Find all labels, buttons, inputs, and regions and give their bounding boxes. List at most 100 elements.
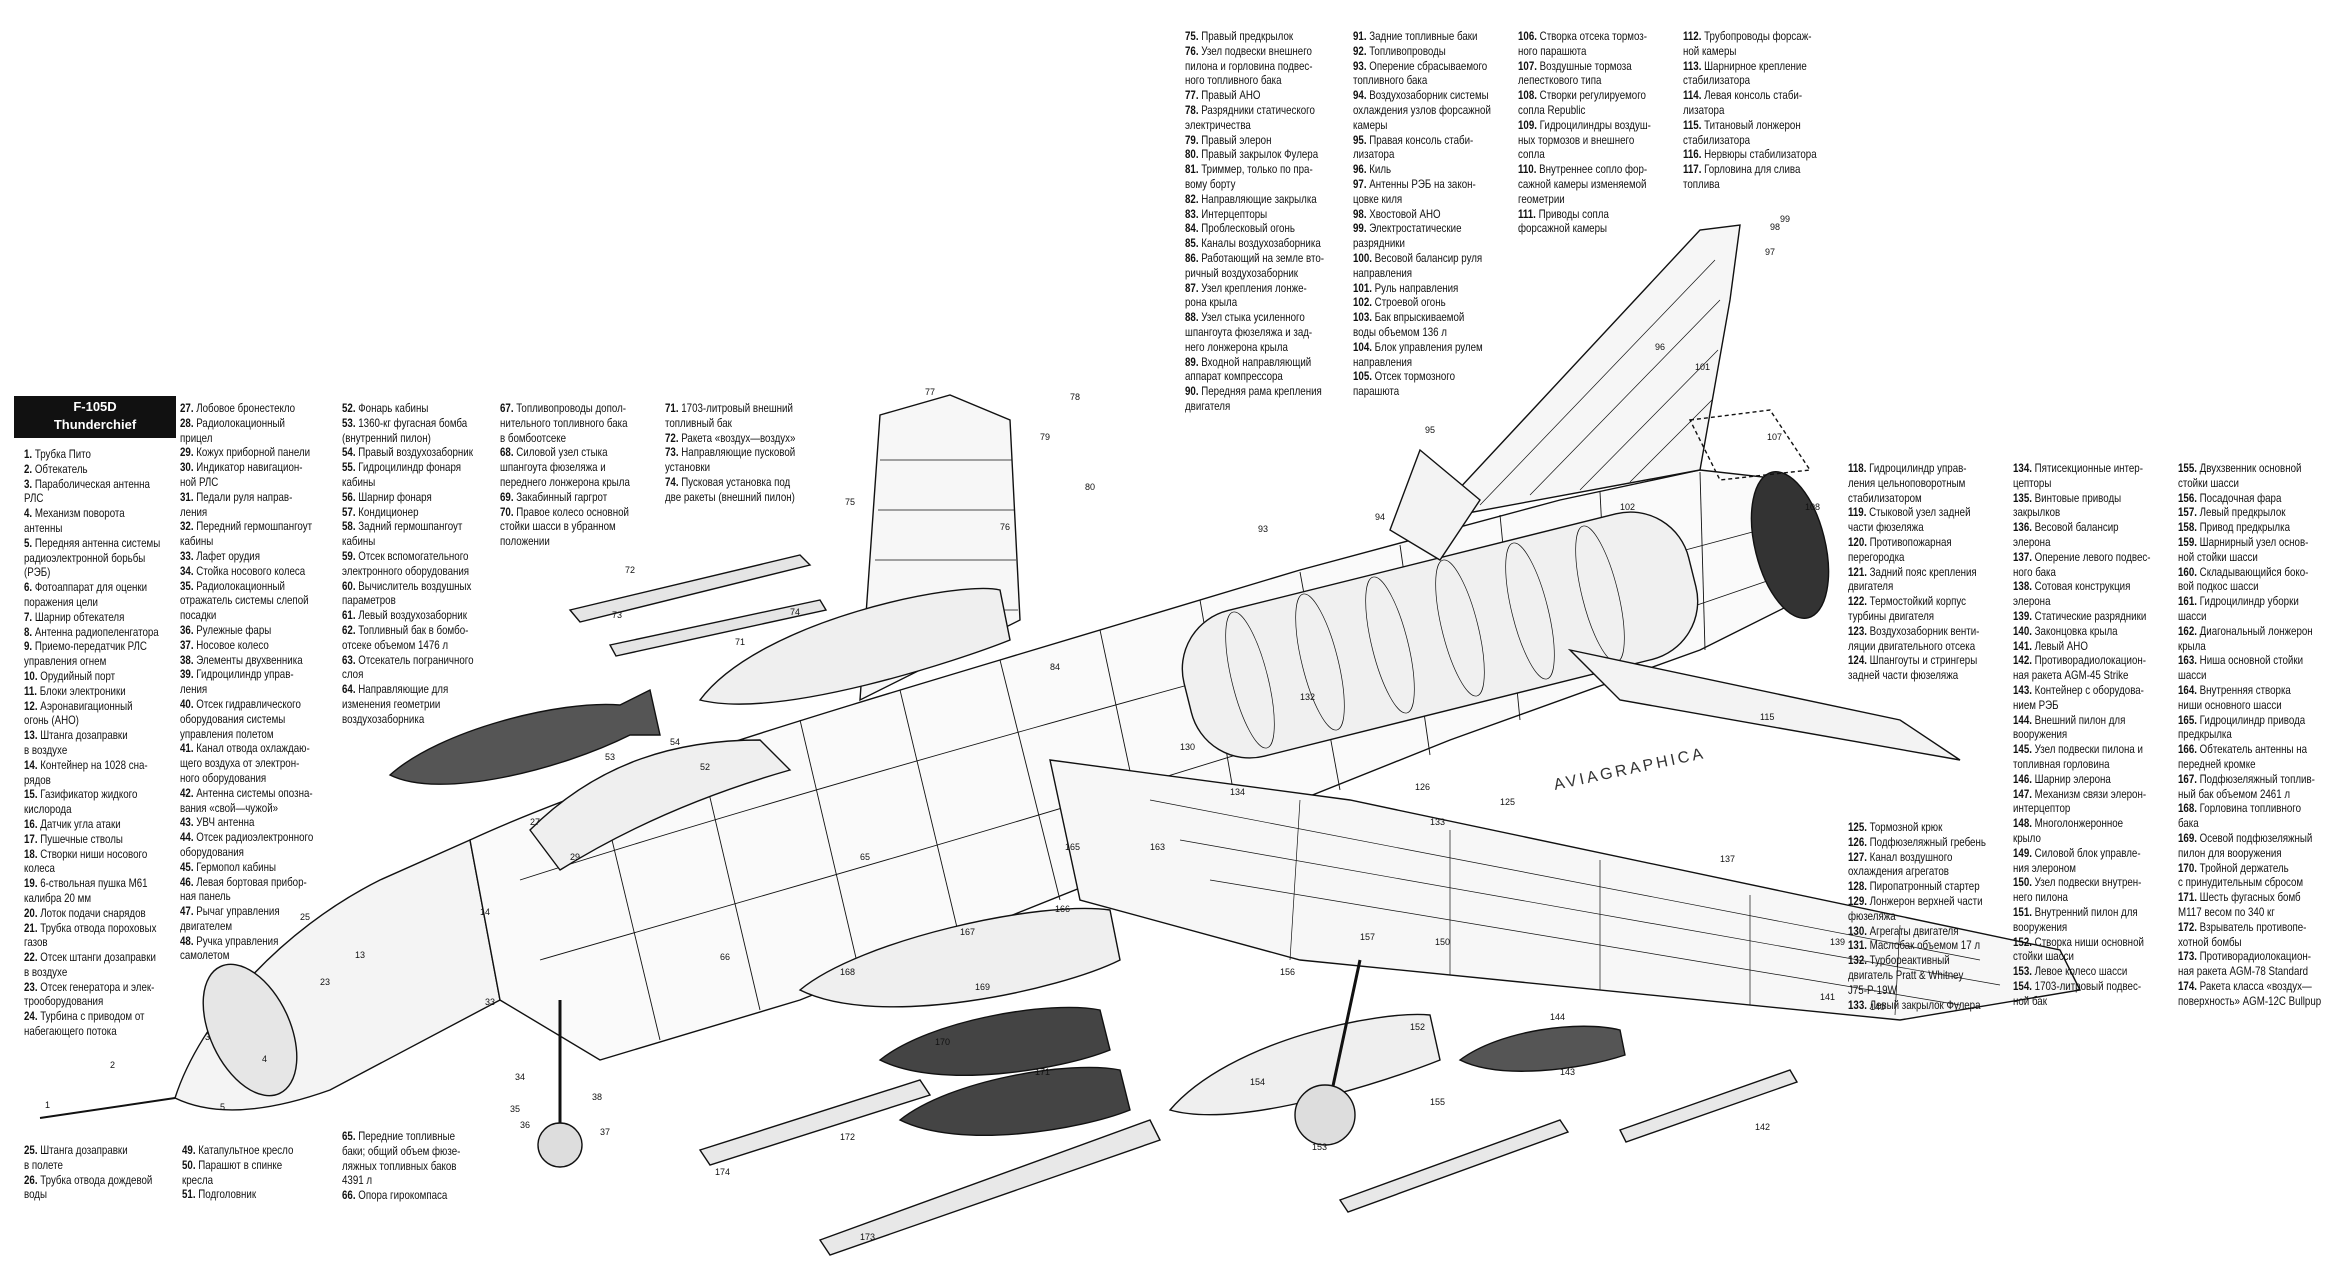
legend-item-number: 128. (1848, 880, 1870, 894)
callout-label: 2 (110, 1060, 115, 1070)
callout-label: 141 (1820, 992, 1835, 1002)
legend-item-text: Внешний пилон для вооружения (2013, 713, 2126, 742)
legend-item: 170. Тройной держатель с принудительным … (2178, 862, 2327, 892)
legend-item: 158. Привод предкрылка (2178, 521, 2327, 536)
legend-item: 107. Воздушные тормоза лепесткового типа (1518, 60, 1669, 90)
legend-item-number: 159. (2178, 535, 2200, 549)
legend-item: 2. Обтекатель (24, 463, 171, 478)
legend-item: 127. Канал воздушного охлаждения агрегат… (1848, 851, 1998, 881)
legend-item: 37. Носовое колесо (180, 639, 327, 654)
legend-item: 156. Посадочная фара (2178, 492, 2327, 507)
legend-column-8: 106. Створка отсека тормоз- ного парашют… (1518, 30, 1669, 237)
legend-item: 77. Правый АНО (1185, 89, 1336, 104)
centerline-fuel-tank (798, 907, 1121, 1008)
callout-label: 152 (1410, 1022, 1425, 1032)
legend-item: 116. Нервюры стабилизатора (1683, 148, 1834, 163)
callout-label: 54 (670, 737, 680, 747)
legend-item-number: 87. (1185, 281, 1202, 295)
legend-item: 81. Триммер, только по пра- вому борту (1185, 163, 1336, 193)
legend-item-text: Левый закрылок Фулера (1869, 998, 1981, 1012)
legend-item: 95. Правая консоль стаби- лизатора (1353, 134, 1504, 164)
callout-label: 167 (960, 927, 975, 937)
legend-item-number: 171. (2178, 891, 2200, 905)
legend-item: 14. Контейнер на 1028 сна- рядов (24, 759, 171, 789)
legend-item-number: 71. (665, 402, 682, 415)
legend-item-number: 32. (180, 520, 197, 534)
legend-item: 98. Хвостовой АНО (1353, 208, 1504, 223)
legend-item-number: 166. (2178, 743, 2200, 757)
legend-item-number: 70. (500, 505, 517, 519)
legend-item: 145. Узел подвески пилона и топливная го… (2013, 743, 2163, 773)
legend-item-number: 74. (665, 475, 682, 489)
legend-item-number: 21. (24, 921, 41, 935)
legend-item-text: Левое колесо шасси (2034, 965, 2128, 979)
legend-item: 115. Титановый лонжерон стабилизатора (1683, 119, 1834, 149)
legend-item-number: 156. (2178, 491, 2200, 505)
legend-item-text: Аэронавигационный огонь (АНО) (24, 699, 133, 728)
legend-item-text: Канал отвода охлаждаю- щего воздуха от э… (180, 742, 310, 785)
legend-item-number: 20. (24, 906, 41, 920)
legend-item: 150. Узел подвески внутрен- него пилона (2013, 876, 2163, 906)
legend-item: 135. Винтовые приводы закрылков (2013, 492, 2163, 522)
legend-item-number: 40. (180, 697, 197, 711)
callout-label: 35 (510, 1104, 520, 1114)
legend-item-text: Катапультное кресло (198, 1144, 294, 1157)
legend-item-text: Подголовник (198, 1188, 257, 1202)
legend-item-number: 52. (342, 402, 359, 415)
legend-item: 112. Трубопроводы форсаж- ной камеры (1683, 30, 1834, 60)
legend-item: 104. Блок управления рулем направления (1353, 341, 1504, 371)
legend-item-number: 100. (1353, 251, 1375, 265)
legend-item: 22. Отсек штанги дозаправки в воздухе (24, 951, 171, 981)
callout-label: 126 (1415, 782, 1430, 792)
legend-item-number: 59. (342, 549, 359, 563)
legend-item-number: 150. (2013, 876, 2035, 890)
legend-item: 56. Шарнир фонаря (342, 491, 489, 506)
legend-item-number: 51. (182, 1188, 199, 1202)
legend-item-number: 25. (24, 1144, 41, 1157)
legend-item: 133. Левый закрылок Фулера (1848, 999, 1998, 1014)
legend-item-number: 73. (665, 446, 682, 460)
legend-item-text: Весовой балансир элерона (2013, 521, 2119, 549)
legend-item-text: Гидроцилиндры воздуш- ных тормозов и вне… (1518, 118, 1651, 162)
legend-item-number: 92. (1353, 44, 1370, 58)
callout-label: 80 (1085, 482, 1095, 492)
vertical-fin (1428, 224, 1741, 522)
legend-item-number: 50. (182, 1158, 199, 1172)
legend-item: 169. Осевой подфюзеляжный пилон для воор… (2178, 832, 2327, 862)
aircraft-designation: F-105D (73, 399, 117, 414)
legend-item-text: Двухзвенник основной стойки шасси (2178, 462, 2302, 490)
legend-item: 12. Аэронавигационный огонь (АНО) (24, 700, 171, 730)
legend-item-number: 86. (1185, 251, 1202, 265)
legend-item-text: Гидроцилиндр фонаря кабины (342, 461, 462, 489)
callout-label: 66 (720, 952, 730, 962)
legend-item-number: 122. (1848, 595, 1870, 609)
callout-label: 143 (1560, 1067, 1575, 1077)
legend-item: 132. Турбореактивный двигатель Pratt & W… (1848, 954, 1998, 998)
legend-item: 64. Направляющие для изменения геометрии… (342, 683, 489, 727)
legend-item: 137. Оперение левого подвес- ного бака (2013, 551, 2163, 581)
legend-item-text: Диагональный лонжерон крыла (2178, 624, 2313, 653)
callout-label: 75 (845, 497, 855, 507)
legend-item: 52. Фонарь кабины (342, 402, 489, 417)
legend-item-number: 131. (1848, 939, 1870, 953)
legend-item: 139. Статические разрядники (2013, 610, 2163, 625)
legend-item-text: Киль (1369, 163, 1392, 177)
legend-item-number: 68. (500, 446, 517, 460)
legend-item-text: Внутренний пилон для вооружения (2013, 905, 2138, 934)
legend-item-text: Подфюзеляжный топлив- ный бак объемом 24… (2178, 772, 2315, 801)
legend-item-text: Хвостовой АНО (1369, 207, 1441, 221)
legend-item-number: 83. (1185, 207, 1202, 221)
legend-item-number: 8. (24, 625, 35, 639)
legend-item-number: 123. (1848, 624, 1870, 638)
left-drop-tank (1168, 1013, 1441, 1116)
legend-item: 50. Парашют в спинке кресла (182, 1159, 316, 1189)
legend-item-number: 1. (24, 448, 35, 461)
legend-item-text: Правый предкрылок (1201, 30, 1294, 43)
legend-item: 31. Педали руля направ- ления (180, 491, 327, 521)
legend-item-number: 143. (2013, 683, 2035, 697)
legend-item-text: Отсек радиоэлектронного оборудования (180, 831, 314, 859)
legend-item: 148. Многолонжеронное крыло (2013, 817, 2163, 847)
legend-item-text: Обтекатель (34, 462, 88, 476)
legend-item-number: 90. (1185, 385, 1202, 399)
